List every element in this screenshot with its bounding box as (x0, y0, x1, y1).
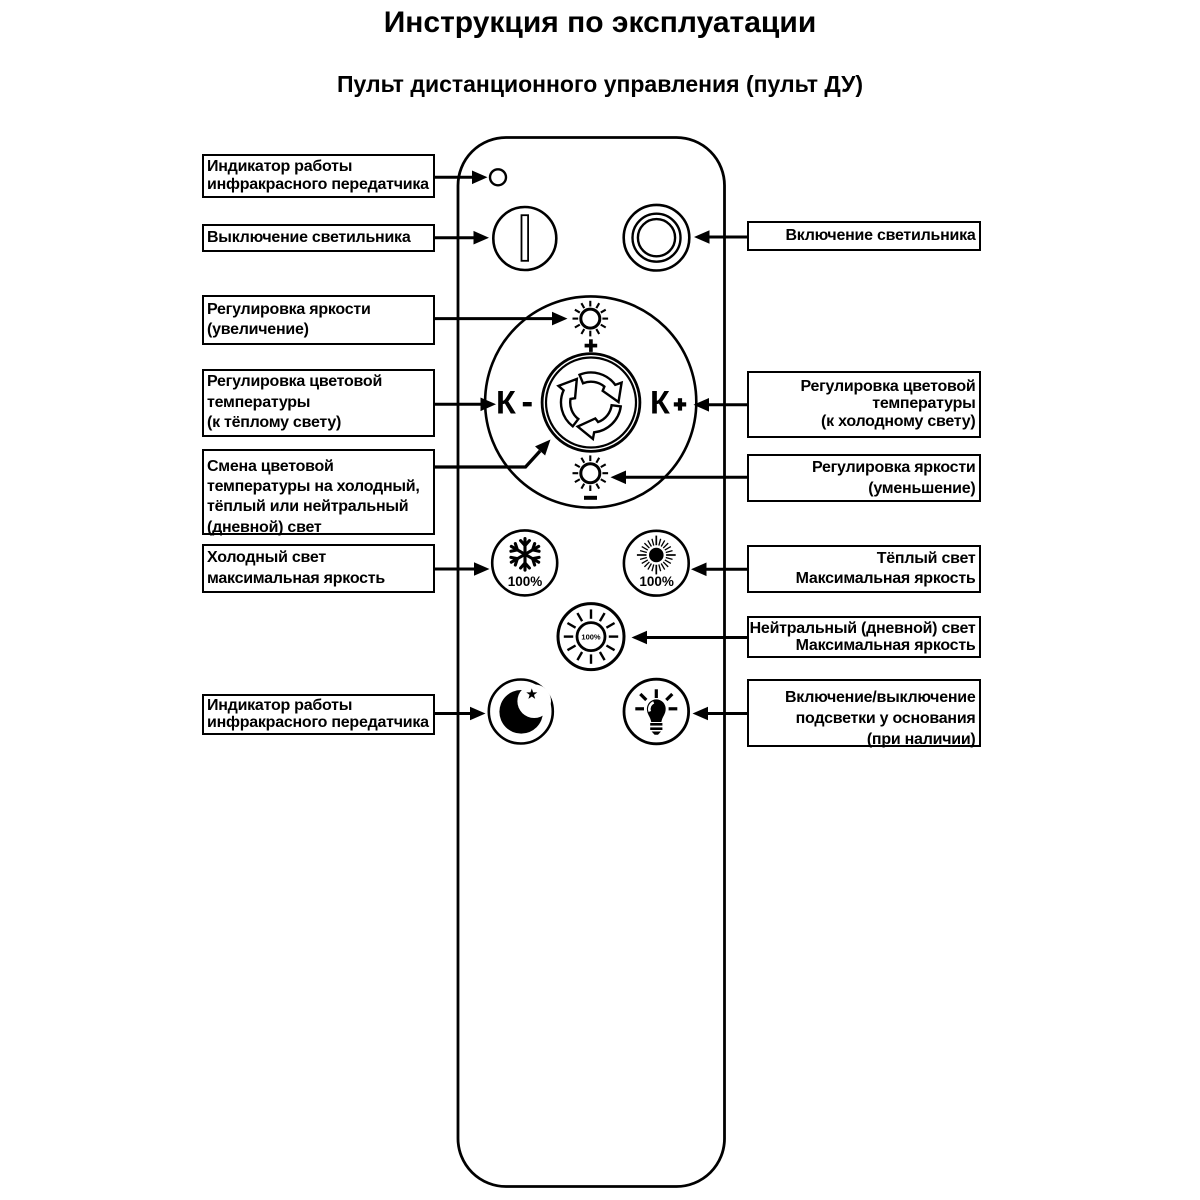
svg-text:К: К (650, 384, 670, 420)
svg-text:100%: 100% (581, 632, 601, 641)
svg-text:100%: 100% (508, 574, 543, 589)
svg-text:К: К (496, 384, 516, 420)
svg-text:100%: 100% (639, 574, 674, 589)
